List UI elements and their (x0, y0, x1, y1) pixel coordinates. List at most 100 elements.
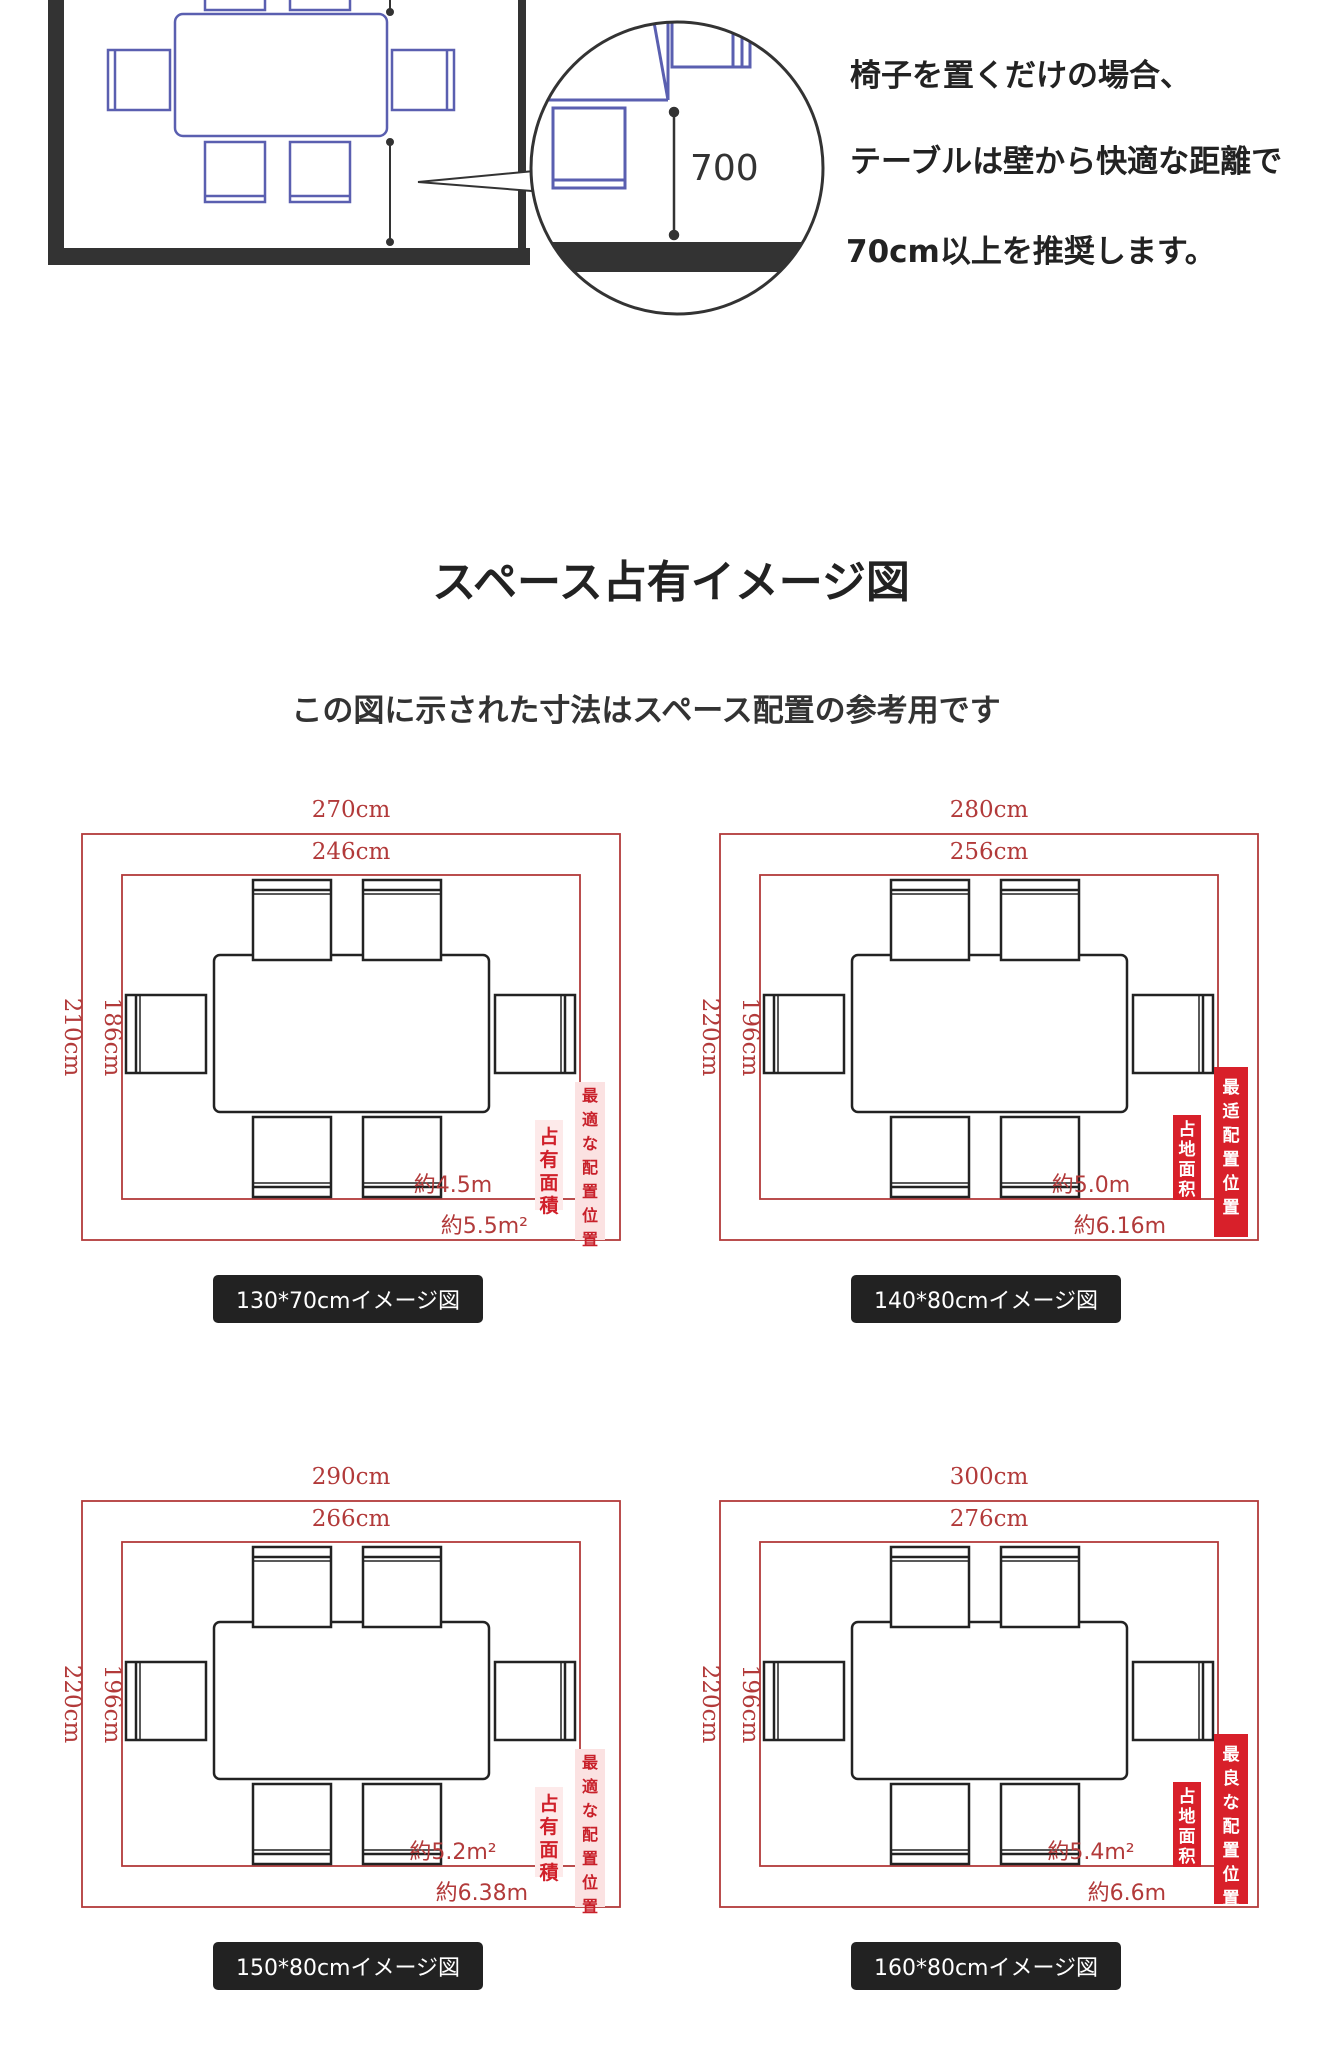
note-line: テーブルは壁から快適な距離で (850, 144, 1282, 180)
chair (762, 993, 846, 1075)
chair (124, 993, 208, 1075)
chair (361, 1782, 443, 1866)
inner-area-label: 約5.2m² (409, 1840, 496, 1865)
inner-height-label: 196cm (737, 1665, 763, 1744)
outer-area-label: 約5.5m² (441, 1214, 528, 1239)
svg-text:地: 地 (1179, 1806, 1196, 1827)
svg-text:面: 面 (1179, 1160, 1196, 1180)
callout-pointer (417, 168, 546, 194)
inner-width-label: 246cm (312, 839, 391, 865)
svg-text:配: 配 (582, 1158, 598, 1177)
top-note: 椅子を置くだけの場合、 テーブルは壁から快適な距離で 70cm以上を推奨します。 (846, 58, 1282, 270)
svg-text:配: 配 (1223, 1126, 1240, 1146)
inner-height-label: 196cm (99, 1665, 125, 1744)
svg-text:位: 位 (1223, 1864, 1240, 1885)
room-wall-left (48, 0, 64, 265)
top-room-diagram: 700 (48, 0, 825, 316)
outer-height-label: 220cm (697, 998, 723, 1077)
chair (889, 1782, 971, 1866)
svg-text:最: 最 (582, 1086, 599, 1105)
chair (124, 1660, 208, 1742)
inner-width-label: 266cm (312, 1506, 391, 1532)
inner-area-label: 約4.5m (414, 1173, 492, 1198)
svg-text:適: 適 (582, 1777, 598, 1796)
inner-height-label: 196cm (737, 998, 763, 1077)
inner-frame (121, 1541, 581, 1867)
svg-text:位: 位 (1223, 1173, 1240, 1194)
section-subtitle: この図に示された寸法はスペース配置の参考用です (291, 693, 1000, 729)
table (850, 953, 1129, 1114)
svg-text:位: 位 (582, 1873, 598, 1892)
inner-height-label: 186cm (99, 998, 125, 1077)
caption-text: 150*80cmイメージ図 (236, 1956, 460, 1981)
svg-text:积: 积 (1179, 1847, 1196, 1867)
svg-text:积: 积 (1179, 1180, 1196, 1200)
svg-text:占: 占 (539, 1792, 558, 1815)
chair (493, 993, 577, 1075)
svg-text:占: 占 (1179, 1119, 1196, 1140)
bottom-chair (288, 140, 352, 204)
inner-frame (759, 1541, 1219, 1867)
outer-width-label: 270cm (312, 797, 391, 823)
svg-text:最: 最 (1223, 1078, 1241, 1098)
svg-text:占: 占 (1179, 1786, 1196, 1807)
dimension-line (386, 0, 394, 246)
svg-text:面: 面 (1179, 1827, 1196, 1847)
svg-text:置: 置 (582, 1182, 598, 1201)
chair (762, 1660, 846, 1742)
svg-text:面: 面 (539, 1172, 558, 1194)
caption-text: 160*80cmイメージ図 (874, 1956, 1098, 1981)
caption-badge (851, 1275, 1121, 1323)
chair (361, 878, 443, 962)
svg-text:置: 置 (582, 1849, 598, 1868)
svg-text:最: 最 (1223, 1745, 1241, 1765)
chair (999, 1115, 1081, 1199)
svg-text:置: 置 (1223, 1841, 1240, 1861)
top-chair (203, 0, 267, 12)
svg-text:適: 適 (582, 1110, 598, 1129)
magnified-dimension-line (668, 106, 680, 241)
svg-text:适: 适 (1223, 1102, 1240, 1122)
caption-text: 130*70cmイメージ図 (236, 1289, 460, 1314)
outer-height-label: 220cm (697, 1665, 723, 1744)
chair (889, 878, 971, 962)
top-chair (288, 0, 352, 12)
svg-text:な: な (582, 1801, 598, 1820)
right-chair (390, 48, 456, 112)
chair (251, 878, 333, 962)
svg-text:積: 積 (539, 1194, 558, 1217)
bottom-chair (203, 140, 267, 204)
inner-area-label: 約5.0m (1052, 1173, 1130, 1198)
table (850, 1620, 1129, 1781)
svg-text:な: な (582, 1134, 598, 1153)
outer-frame (719, 1500, 1259, 1908)
svg-text:地: 地 (1179, 1139, 1196, 1160)
caption-badge (213, 1275, 483, 1323)
table (212, 1620, 491, 1781)
left-chair (106, 48, 172, 112)
chair (251, 1782, 333, 1866)
outer-area-label: 約6.16m (1074, 1214, 1166, 1239)
outer-height-label: 210cm (59, 998, 85, 1077)
svg-text:置: 置 (582, 1897, 598, 1916)
outer-height-label: 220cm (59, 1665, 85, 1744)
inner-width-label: 276cm (950, 1506, 1029, 1532)
svg-text:配: 配 (1223, 1817, 1240, 1837)
outer-width-label: 300cm (950, 1464, 1029, 1490)
chair (1131, 993, 1215, 1075)
note-line: 70cm以上を推奨します。 (846, 234, 1216, 270)
magnifier-circle (529, 20, 825, 316)
chair (1131, 1660, 1215, 1742)
room-wall-right (518, 0, 526, 265)
layout-panel: 270cm 246cm 210cm 186cm 約4.5m 約5.5m² 占有面積最適な配置… (59, 797, 621, 1323)
